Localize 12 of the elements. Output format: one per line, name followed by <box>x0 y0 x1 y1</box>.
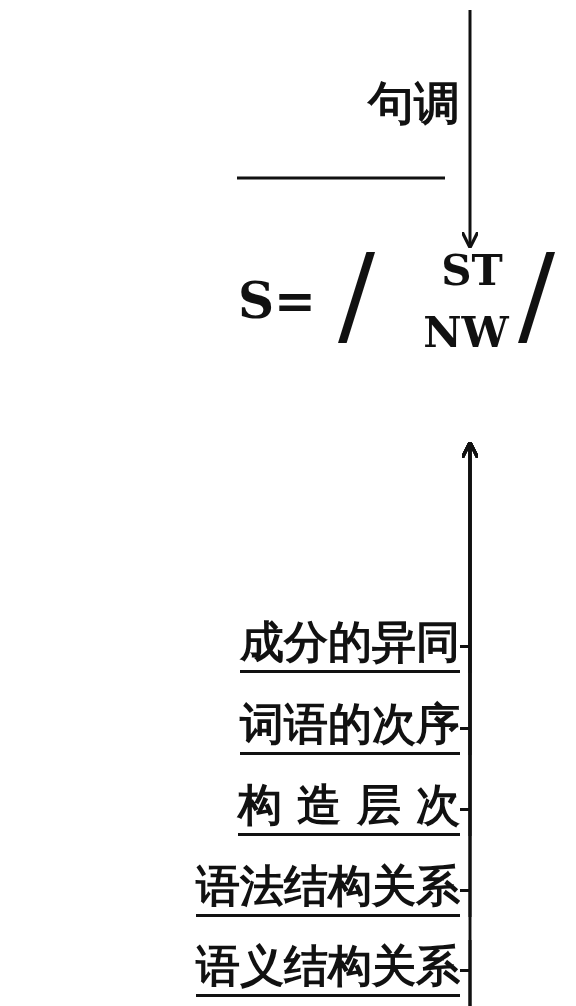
underlined-text: 词语的次序 <box>240 702 460 755</box>
underlined-text: 构 造 层 次 <box>238 783 460 836</box>
underlined-text: 成分的异同 <box>240 620 460 673</box>
node-text: ST <box>441 250 503 292</box>
slash-symbol: / <box>518 240 556 350</box>
underlined-text: 语义结构关系 <box>196 944 460 997</box>
node-text: 句调 <box>368 80 460 126</box>
formula-text: S= <box>238 276 316 326</box>
slash-symbol: / <box>338 240 376 350</box>
arrow <box>460 10 480 250</box>
node-text: NW <box>423 312 509 354</box>
underlined-text: 语法结构关系 <box>196 864 460 917</box>
